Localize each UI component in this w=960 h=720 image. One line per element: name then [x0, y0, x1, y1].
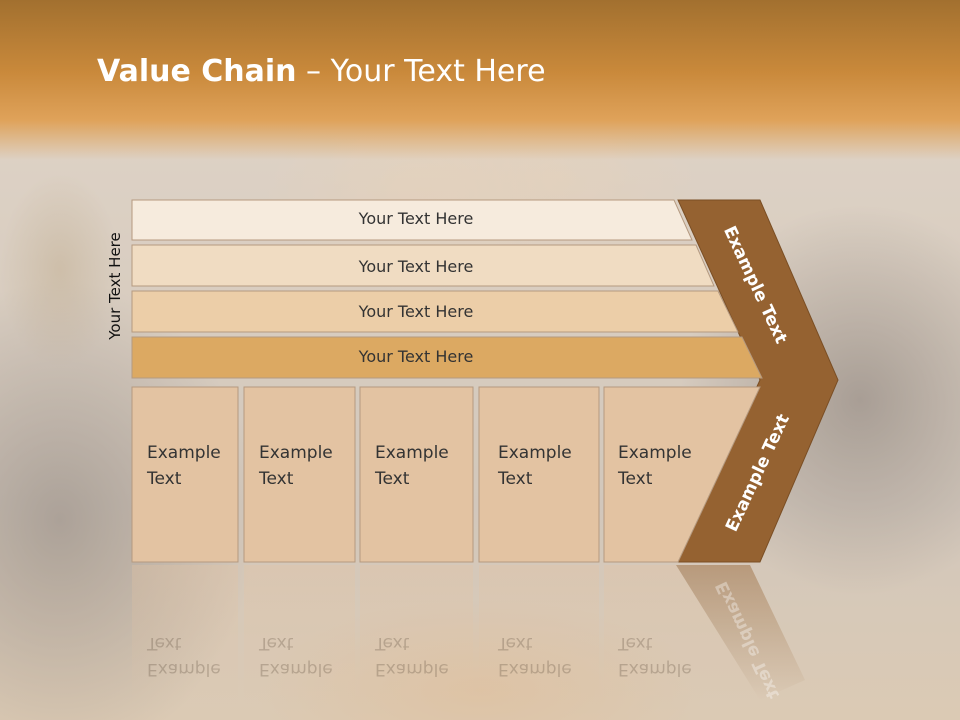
- activity-box-5: [603, 386, 761, 563]
- box-label-line2: Text: [498, 469, 533, 489]
- page-title: Value Chain – Your Text Here: [97, 54, 546, 89]
- box-label-line1: Example: [618, 443, 692, 463]
- row-label-1: Your Text Here: [358, 209, 474, 228]
- activity-box-2: [243, 386, 356, 563]
- box-label-line2: Text: [618, 469, 653, 489]
- plant-decoration: [0, 130, 150, 410]
- box-reflection: [604, 565, 760, 700]
- chevron-arrow: [675, 199, 839, 563]
- row-bar-4: [131, 336, 763, 379]
- row-bar-2: [131, 244, 715, 287]
- activity-box-4: [478, 386, 600, 563]
- box-reflection: [132, 565, 238, 705]
- box-label-line2: Text: [259, 469, 294, 489]
- box-reflection: [244, 565, 355, 705]
- row-label-4: Your Text Here: [358, 347, 474, 366]
- box-reflection: [360, 565, 473, 705]
- box-label-line2: Text: [375, 469, 410, 489]
- activity-box-3: [359, 386, 474, 563]
- box-label-line1: Example: [498, 443, 572, 463]
- chevron-reflection: [676, 565, 805, 700]
- box-label-line1: Example: [147, 443, 221, 463]
- row-bar-1: [131, 199, 693, 241]
- box-label-line2: Text: [147, 469, 182, 489]
- header-band: [0, 0, 960, 160]
- activity-box-1: [131, 386, 239, 563]
- row-label-3: Your Text Here: [358, 302, 474, 321]
- reflection-group: [132, 565, 805, 705]
- title-rest: – Your Text Here: [296, 54, 546, 89]
- box-label-line1: Example: [259, 443, 333, 463]
- title-bold: Value Chain: [97, 54, 297, 89]
- row-bar-3: [131, 290, 739, 333]
- box-reflection: [479, 565, 599, 705]
- box-label-line1: Example: [375, 443, 449, 463]
- row-label-2: Your Text Here: [358, 257, 474, 276]
